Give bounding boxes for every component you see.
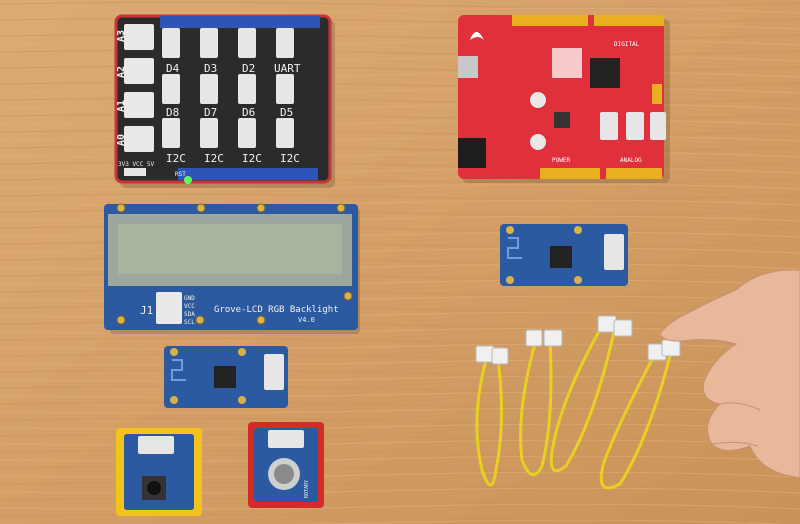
seeeduino-board: DIGITAL POWER ANALOG [458,15,670,183]
i2c-label-3: I2C [242,152,262,165]
analog-label-a0: A0 [116,134,127,146]
digital-label-d5: D5 [280,106,293,119]
digital-label-d2: D2 [242,62,255,75]
dc-jack [458,138,486,168]
grove-sensor-module-right [500,224,628,286]
digital-label-d8: D8 [166,106,179,119]
pin-label-scl: SCL [184,319,195,326]
digital-label-uart: UART [274,62,301,75]
rotary-knob [274,464,294,484]
shield-analog-connectors [124,24,154,152]
pin-label-gnd: GND [184,295,195,302]
i2c-label-2: I2C [204,152,224,165]
i2c-label-1: I2C [166,152,186,165]
digital-label-d7: D7 [204,106,217,119]
digital-label-d3: D3 [204,62,217,75]
hand [659,269,800,479]
power-switch [124,168,146,176]
seeed-logo-icon [470,32,484,40]
grove-button-module [116,428,202,516]
capacitor-1 [530,92,546,108]
lcd-pin-labels: GND VCC SDA SCL [184,295,195,326]
analog-label-a3: A3 [116,30,127,42]
arduino-top-header-left [512,15,588,26]
grove-lcd-rgb-backlight: J1 GND VCC SDA SCL Grove-LCD RGB Backlig… [104,203,360,334]
analog-label-a2: A2 [116,66,127,78]
microcontroller-chip [590,58,620,88]
antenna-trace [507,237,522,259]
i2c-label-4: I2C [280,152,300,165]
arduino-top-header-right [594,15,664,26]
rotary-grove-port [268,430,304,448]
lcd-title: Grove-LCD RGB Backlight [214,305,339,315]
digital-label-d4: D4 [166,62,180,75]
shield-top-header [160,16,320,28]
antenna-trace [171,359,186,381]
sensor-grove-port [604,234,624,270]
shield-bottom-header [178,168,318,180]
power-header-label: POWER [552,157,570,164]
arduino-bottom-header-right [606,168,662,179]
digital-header-label: DIGITAL [614,41,640,48]
analog-header-label: ANALOG [620,157,642,164]
reset-label: RST [175,171,186,178]
cable-1 [475,358,504,487]
power-select-label: 3V3 VCC 5V [118,161,155,168]
cable-2 [519,338,553,477]
arduino-bottom-header-left [540,168,600,179]
analog-label-a1: A1 [116,100,127,112]
usb-port [458,56,478,78]
power-led [184,176,192,184]
grove-cables [475,324,672,490]
shield-i2c-labels: I2C I2C I2C I2C [166,152,300,165]
qr-code [552,48,582,78]
capacitor-2 [530,134,546,150]
grove-rotary-module: ROTARY [248,422,324,508]
lcd-mounting-holes [116,203,353,325]
arduino-grove-port-2 [626,112,644,140]
push-button-cap [147,481,161,495]
finger-crease-1 [719,402,761,411]
arduino-grove-port-1 [600,112,618,140]
cable-3 [549,324,616,473]
inductor [554,112,570,128]
pin-label-sda: SDA [184,311,195,318]
hand-palm [659,269,800,479]
lcd-glass-shade [118,224,342,274]
lcd-j1-label: J1 [140,304,153,317]
finger-crease-2 [711,441,759,447]
lcd-grove-connector [156,292,182,324]
rotary-label: ROTARY [304,480,310,498]
pin-label-vcc: VCC [184,303,195,310]
digital-label-d6: D6 [242,106,255,119]
grove-base-shield: A3 A2 A1 A0 D4 D3 D2 UART D8 D7 [114,14,335,188]
lcd-version: V4.0 [298,316,315,324]
grove-sensor-module-left [164,346,288,408]
arduino-pcb [458,15,664,179]
shield-digital-labels: D4 D3 D2 UART D8 D7 D6 D5 [166,62,301,119]
sensor-grove-port [264,354,284,390]
icsp-header [652,84,662,104]
shield-analog-labels: A3 A2 A1 A0 [116,30,127,146]
arduino-grove-port-3 [650,112,666,140]
shield-grove-connectors [162,28,294,148]
cable-4 [599,350,672,490]
sensor-chip [214,366,236,388]
button-grove-port [138,436,174,454]
lcd-screen [118,224,342,274]
sensor-chip [550,246,572,268]
